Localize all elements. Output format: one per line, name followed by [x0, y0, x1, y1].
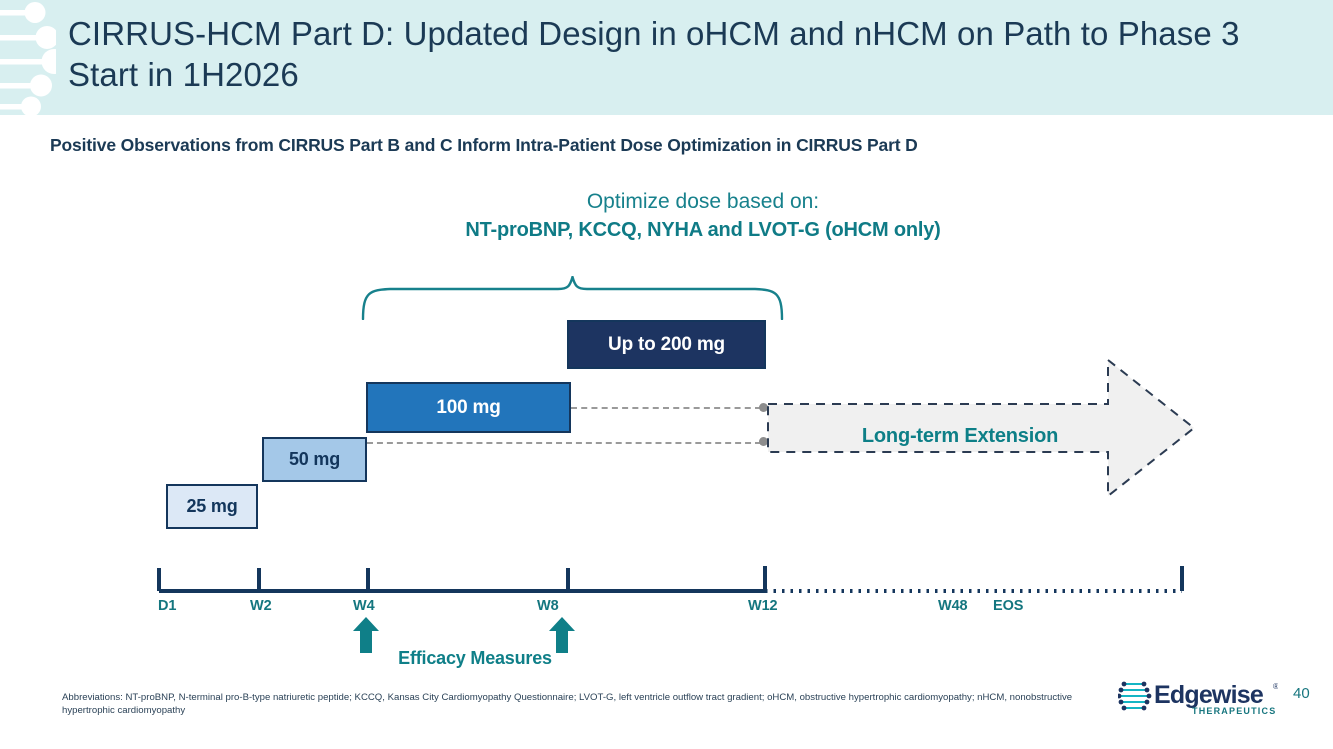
svg-text:®: ® [1273, 682, 1278, 691]
connector-dot-50mg [759, 437, 768, 446]
tick-label-eos: EOS [993, 598, 1024, 614]
connector-dot-100mg [759, 403, 768, 412]
efficacy-arrow-w4-icon [353, 617, 379, 653]
long-term-extension-arrow [767, 358, 1196, 498]
dose-bar-200mg-label: Up to 200 mg [608, 333, 725, 355]
efficacy-arrow-w8-icon [549, 617, 575, 653]
edgewise-molecule-icon: Edgewise ® THERAPEUTICS [1118, 681, 1278, 716]
svg-text:THERAPEUTICS: THERAPEUTICS [1192, 706, 1276, 716]
page-number: 40 [1293, 685, 1310, 702]
tick-label-d1: D1 [158, 598, 177, 614]
dna-pins-icon [0, 2, 56, 115]
svg-text:Edgewise: Edgewise [1154, 681, 1264, 709]
optimize-criteria: NT-proBNP, KCCQ, NYHA and LVOT-G (oHCM o… [465, 219, 941, 241]
dose-bar-100mg-label: 100 mg [436, 396, 501, 418]
dose-bar-50mg: 50 mg [262, 437, 367, 482]
tick-label-w8: W8 [537, 598, 559, 614]
tick-label-w4: W4 [353, 598, 375, 614]
dose-bar-50mg-label: 50 mg [288, 449, 341, 469]
abbreviations-footnote: Abbreviations: NT-proBNP, N-terminal pro… [62, 692, 1073, 716]
dose-bar-25mg-label: 25 mg [186, 496, 238, 516]
tick-label-w12: W12 [748, 598, 778, 614]
efficacy-measures-label: Efficacy Measures [398, 648, 552, 668]
dose-bar-200mg: Up to 200 mg [567, 320, 766, 369]
slide-subtitle: Positive Observations from CIRRUS Part B… [50, 135, 918, 155]
tick-label-w48: W48 [938, 598, 968, 614]
brace-icon [361, 276, 784, 320]
optimize-heading: Optimize dose based on: [586, 190, 820, 213]
page-title: CIRRUS-HCM Part D: Updated Design in oHC… [68, 15, 1240, 93]
dose-bar-25mg: 25 mg [166, 484, 258, 529]
header-band [0, 0, 1333, 115]
tick-label-w2: W2 [250, 598, 272, 614]
dose-bar-100mg: 100 mg [366, 382, 571, 433]
connector-50mg [367, 442, 761, 444]
timeline-axis [157, 566, 1184, 593]
connector-100mg [571, 407, 761, 409]
long-term-extension-label: Long-term Extension [861, 425, 1059, 447]
